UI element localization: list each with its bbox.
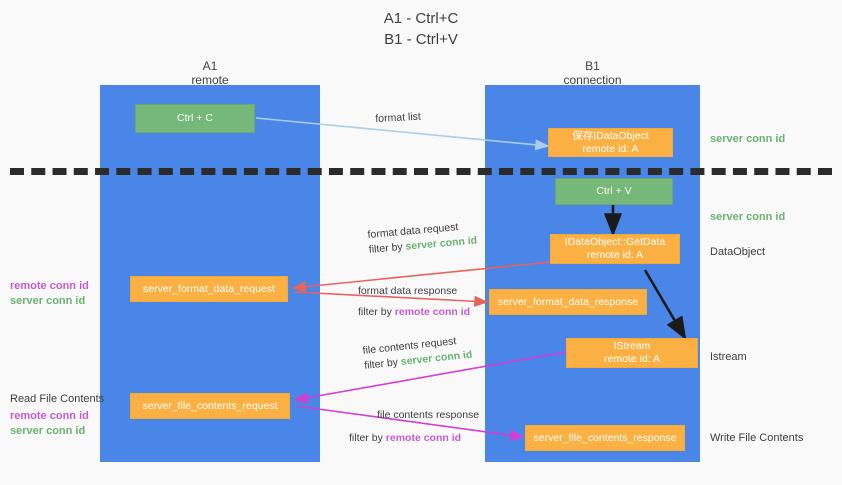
node-getdata-line1: IDataObject::GetData	[564, 236, 666, 248]
node-ctrl-v-label: Ctrl + V	[596, 185, 632, 197]
right-label-server-conn-id-top: server conn id	[710, 133, 786, 145]
node-istream-line2: remote id: A	[603, 353, 661, 365]
edge-label-file-contents-response: file contents response filter by remote …	[349, 408, 480, 446]
column-header-b1: B1 connection	[485, 59, 700, 87]
node-istream[interactable]: IStream remote id: A	[566, 338, 698, 368]
left-label-group-format: remote conn id server conn id	[10, 279, 89, 309]
left-label-remote-conn-id-2: remote conn id	[10, 410, 89, 422]
edge-label-format-list-text: format list	[375, 110, 422, 125]
node-server-format-data-request-label: server_format_data_request	[143, 282, 275, 295]
conn-id-remote: remote conn id	[394, 306, 471, 318]
right-label-write-file-contents: Write File Contents	[710, 432, 804, 444]
left-label-server-conn-id-1: server conn id	[10, 295, 86, 307]
node-server-format-data-response[interactable]: server_format_data_response	[489, 289, 647, 315]
left-label-read-file-contents: Read File Contents	[10, 393, 105, 405]
right-label-server-conn-id-mid: server conn id	[710, 211, 786, 223]
filter-by-prefix: filter by	[368, 240, 407, 256]
right-label-istream: Istream	[710, 351, 747, 363]
filter-by-prefix: filter by	[363, 356, 402, 372]
conn-id-remote: remote conn id	[385, 432, 462, 444]
diagram-title: A1 - Ctrl+C B1 - Ctrl+V	[0, 8, 842, 50]
node-save-idataobject-line2: remote id: A	[582, 142, 639, 155]
column-header-a1: A1 remote	[100, 59, 320, 87]
edge-label-file-contents-response-line1: file contents response	[377, 409, 480, 421]
node-idataobject-getdata[interactable]: IDataObject::GetData remote id: A	[550, 234, 680, 264]
right-label-dataobject: DataObject	[710, 246, 766, 258]
node-istream-line1: IStream	[613, 340, 651, 352]
node-getdata-line2: remote id: A	[586, 249, 644, 261]
edge-label-file-contents-request: file contents request filter by server c…	[362, 333, 473, 374]
title-line-2: B1 - Ctrl+V	[384, 31, 458, 48]
node-server-file-contents-request[interactable]: server_file_contents_request	[130, 393, 290, 419]
left-label-group-file: remote conn id server conn id	[10, 409, 89, 439]
edge-label-format-data-response: format data response filter by remote co…	[358, 284, 470, 320]
phase-separator-dashed-line	[10, 168, 832, 175]
edge-label-format-data-response-line2: filter by remote conn id	[358, 305, 470, 320]
edge-label-format-list: format list	[375, 110, 421, 127]
edge-label-format-data-request: format data request filter by server con…	[367, 219, 478, 258]
filter-by-prefix: filter by	[358, 306, 395, 318]
node-ctrl-c[interactable]: Ctrl + C	[135, 104, 255, 133]
column-a1-sub: remote	[191, 73, 229, 87]
left-label-remote-conn-id-1: remote conn id	[10, 280, 89, 292]
node-ctrl-v[interactable]: Ctrl + V	[555, 178, 673, 205]
node-server-format-data-response-label: server_format_data_response	[497, 295, 639, 308]
filter-by-prefix: filter by	[349, 432, 386, 444]
node-ctrl-c-label: Ctrl + C	[177, 112, 213, 124]
left-label-server-conn-id-2: server conn id	[10, 425, 86, 437]
title-line-1: A1 - Ctrl+C	[383, 10, 459, 27]
column-b1-name: B1	[585, 59, 600, 73]
node-server-file-contents-response[interactable]: server_file_contents_response	[525, 425, 685, 451]
node-server-file-contents-request-label: server_file_contents_request	[142, 399, 278, 412]
node-save-idataobject-line1: 保存IDataObject	[572, 129, 649, 142]
column-b1-sub: connection	[563, 73, 622, 87]
node-server-file-contents-response-label: server_file_contents_response	[533, 431, 677, 444]
node-server-format-data-request[interactable]: server_format_data_request	[130, 276, 288, 302]
node-save-idataobject[interactable]: 保存IDataObject remote id: A	[548, 128, 673, 157]
edge-label-format-data-response-line1: format data response	[358, 285, 458, 297]
edge-label-file-contents-response-line2: filter by remote conn id	[349, 431, 479, 446]
column-a1-name: A1	[202, 59, 218, 73]
